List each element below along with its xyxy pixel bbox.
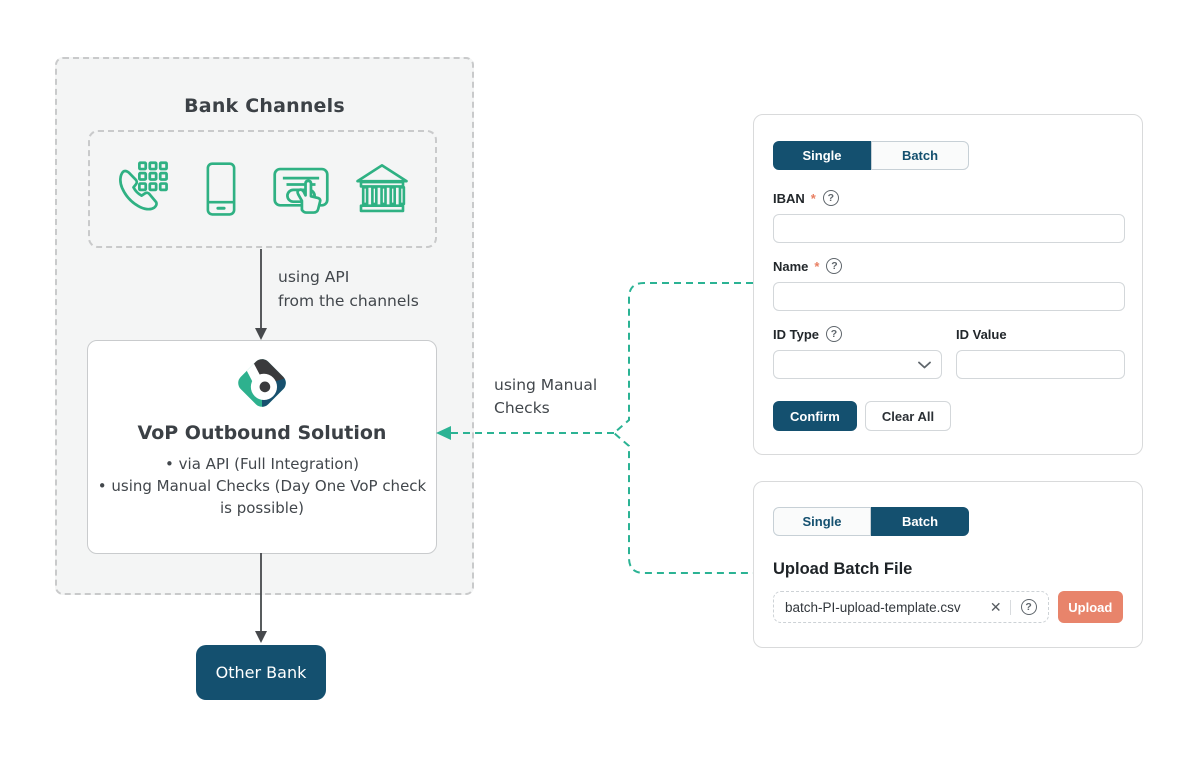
name-input[interactable] [773, 282, 1125, 311]
required-asterisk: * [810, 190, 816, 206]
name-label: Name * ? [773, 258, 1123, 274]
id-type-label: ID Type ? [773, 326, 942, 342]
manual-checks-label: using Manual Checks [494, 376, 598, 418]
file-name: batch-PI-upload-template.csv [785, 599, 961, 615]
tab-batch[interactable]: Batch [871, 507, 969, 536]
vop-bullet: using Manual Checks (Day One VoP check i… [94, 475, 430, 519]
help-icon[interactable]: ? [826, 258, 843, 274]
upload-button[interactable]: Upload [1057, 591, 1123, 623]
form-actions: Confirm Clear All [773, 401, 1123, 431]
chevron-down-icon [918, 361, 931, 368]
tab-group: Single Batch [773, 507, 969, 536]
phone-keypad-icon [119, 161, 169, 211]
vop-bullet: via API (Full Integration) [94, 453, 430, 475]
manual-checks-connector [436, 282, 753, 574]
card-payment-touch-icon [273, 167, 329, 214]
upload-batch-heading: Upload Batch File [773, 560, 913, 578]
single-check-panel: Single Batch IBAN * ? Name * ? ID Type ? [753, 114, 1143, 455]
help-icon[interactable]: ? [826, 326, 842, 342]
clear-all-button[interactable]: Clear All [864, 401, 952, 431]
iban-input[interactable] [773, 214, 1125, 243]
id-value-input[interactable] [956, 350, 1125, 379]
id-type-select[interactable] [773, 350, 942, 379]
id-value-label: ID Value [956, 326, 1007, 342]
channel-icons-box [88, 130, 437, 248]
tab-single[interactable]: Single [773, 141, 871, 170]
clear-file-icon[interactable]: ✕ [989, 599, 1002, 615]
bank-channels-container: Bank Channels [55, 57, 474, 595]
divider [1009, 599, 1011, 615]
batch-upload-panel: Single Batch Upload Batch File batch-PI-… [753, 481, 1143, 648]
vop-logo-icon [238, 355, 290, 411]
iban-label: IBAN * ? [773, 190, 1123, 206]
bank-channels-title: Bank Channels [184, 95, 345, 117]
help-icon[interactable]: ? [1020, 599, 1037, 615]
vop-title: VoP Outbound Solution [137, 422, 387, 444]
vop-box: VoP Outbound Solution via API (Full Inte… [87, 340, 437, 554]
file-input[interactable]: batch-PI-upload-template.csv ✕ ? [773, 591, 1049, 623]
tab-group: Single Batch [773, 141, 969, 170]
mobile-phone-icon [206, 162, 236, 216]
bank-building-icon [355, 164, 408, 213]
file-upload-row: batch-PI-upload-template.csv ✕ ? Upload [773, 591, 1123, 623]
confirm-button[interactable]: Confirm [773, 401, 857, 431]
vop-bullet-list: via API (Full Integration) using Manual … [94, 453, 430, 519]
help-icon[interactable]: ? [822, 190, 839, 206]
api-arrow-label: using API from the channels [278, 268, 419, 311]
required-asterisk: * [814, 258, 820, 274]
tab-batch[interactable]: Batch [871, 141, 969, 170]
other-bank-node: Other Bank [196, 645, 326, 700]
tab-single[interactable]: Single [773, 507, 871, 536]
